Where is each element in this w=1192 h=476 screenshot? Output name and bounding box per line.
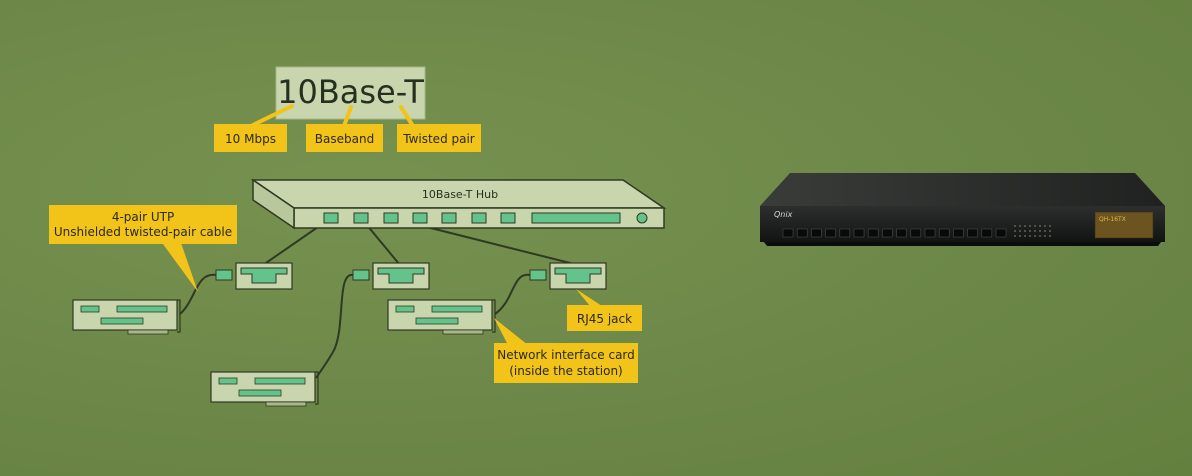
property-label: 10 Mbps [225, 132, 276, 146]
hub-photo-led [1039, 235, 1041, 237]
title-box: 10Base-T [275, 66, 426, 120]
hub-side [252, 178, 295, 230]
hub-photo-port [953, 228, 964, 238]
nic-card-1 [72, 299, 181, 335]
hub-photo-base [764, 242, 1161, 246]
hub-port [500, 212, 516, 224]
rj45-plug [352, 269, 370, 281]
callout-nic-line2: (inside the station) [509, 364, 623, 378]
callout-rj45-jack: RJ45 jack [567, 289, 642, 331]
hub-photo-led [1039, 225, 1041, 227]
cable-jack-3-to-nic-3 [494, 273, 531, 315]
rj45-jack-3 [529, 262, 607, 290]
hub-photo-port [782, 228, 794, 238]
hub-photo-led [1014, 230, 1016, 232]
hub-photo-port [896, 228, 907, 238]
rj45-jack-2 [352, 262, 430, 290]
hub-photo-port [967, 228, 978, 238]
hub-photo-led [1044, 230, 1046, 232]
hub-photo-led [1034, 235, 1036, 237]
callout-utp-line2: Unshielded twisted-pair cable [54, 225, 232, 239]
hub-photo-led [1049, 225, 1051, 227]
hub-photo-led [1024, 230, 1026, 232]
property-twisted-pair: Twisted pair [397, 124, 481, 152]
hub-photo-led [1039, 230, 1041, 232]
hub-photo-led [1034, 225, 1036, 227]
hub-photo-led [1044, 235, 1046, 237]
hub-photo-port [796, 228, 808, 238]
cable-jack-2-to-nic-2 [315, 274, 354, 379]
hub-status-panel [531, 212, 621, 224]
property-label: Twisted pair [402, 132, 475, 146]
hub-photo-ports [782, 228, 1007, 238]
hub-photo-brand: Qnix [774, 210, 793, 219]
hub-photo-port [867, 228, 879, 238]
hub-photo-led [1019, 235, 1021, 237]
hub-photo-led [1029, 235, 1031, 237]
cable-jack-1-to-nic-1 [179, 273, 217, 315]
hub-photo-led [1024, 225, 1026, 227]
hub-photo-led [1049, 235, 1051, 237]
hub-label: 10Base-T Hub [422, 188, 498, 201]
hub-port [383, 212, 399, 224]
hub-photo-port [995, 228, 1007, 238]
hub-photo-led [1019, 230, 1021, 232]
hub-photo-port [981, 228, 993, 238]
callout-utp-line1: 4-pair UTP [112, 210, 174, 224]
hub-port [323, 212, 339, 224]
hub: 10Base-T Hub [250, 178, 667, 230]
property-label: Baseband [315, 132, 374, 146]
hub-photo-top [760, 173, 1165, 206]
callout-utp-cable: 4-pair UTP Unshielded twisted-pair cable [49, 205, 237, 292]
hub-photo-badge [1094, 211, 1154, 239]
hub-port [412, 212, 428, 224]
hub-photo-leds [1014, 225, 1051, 237]
hub-photo-led [1034, 230, 1036, 232]
hub-photo-badge-text: QH-16TX [1099, 216, 1126, 223]
nic-card-3 [387, 299, 496, 335]
hub-photo: Qnix QH-16TX [760, 173, 1165, 246]
hub-photo-led [1019, 225, 1021, 227]
callout-nic: Network interface card (inside the stati… [494, 318, 638, 383]
callout-nic-line1: Network interface card [497, 348, 635, 362]
property-baseband: Baseband [306, 124, 383, 152]
hub-photo-port [853, 228, 865, 238]
title-pointers [249, 104, 415, 128]
hub-photo-port [839, 228, 851, 238]
hub-photo-port [811, 228, 822, 238]
hub-port [353, 212, 369, 224]
hub-photo-led [1029, 230, 1031, 232]
title-text: 10Base-T [277, 73, 424, 111]
hub-photo-led [1014, 235, 1016, 237]
hub-photo-led [1024, 235, 1026, 237]
hub-photo-port [910, 228, 922, 238]
hub-ports [323, 212, 516, 224]
hub-photo-port [924, 228, 936, 238]
property-10mbps: 10 Mbps [214, 124, 287, 152]
callout-rj45-text: RJ45 jack [577, 312, 632, 326]
rj45-plug [529, 269, 547, 281]
hub-power-led [636, 212, 648, 224]
hub-port [471, 212, 487, 224]
nic-card-2 [210, 371, 319, 407]
hub-photo-led [1044, 225, 1046, 227]
hub-port [441, 212, 457, 224]
hub-photo-port [882, 228, 893, 238]
hub-photo-port [825, 228, 836, 238]
hub-photo-port [938, 228, 950, 238]
hub-photo-led [1029, 225, 1031, 227]
hub-photo-led [1014, 225, 1016, 227]
rj45-jack-1 [215, 262, 293, 290]
hub-photo-led [1049, 230, 1051, 232]
rj45-plug [215, 269, 233, 281]
